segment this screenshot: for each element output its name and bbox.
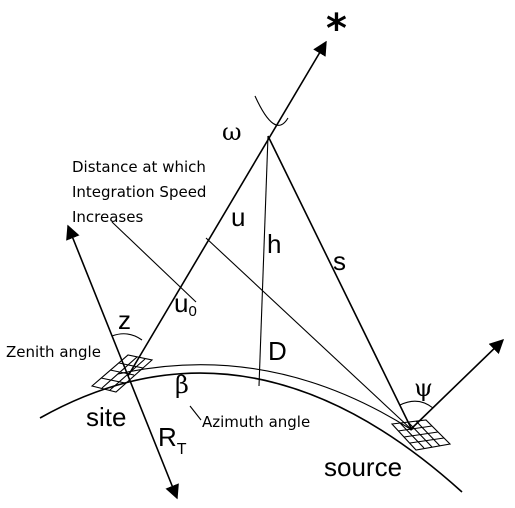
source-vertical-arrow (409, 338, 505, 431)
omega-label: ω (222, 118, 242, 146)
distance-annotation-line1: Distance at which (72, 158, 206, 176)
psi-label: ψ (414, 374, 433, 402)
beta-label: β (175, 371, 189, 399)
u-label: u (231, 202, 245, 232)
s-label: s (333, 246, 346, 276)
source-label: source (324, 452, 402, 482)
star-label: * (326, 6, 347, 52)
h-label: h (267, 229, 281, 259)
omega-arc (254, 95, 289, 126)
site-grid-tile (90, 354, 154, 393)
azimuth-annotation: Azimuth angle (202, 413, 310, 431)
zenith-annotation: Zenith angle (6, 343, 101, 361)
source-grid-tile (390, 419, 452, 451)
distance-leader-line (111, 221, 197, 303)
site-label: site (86, 402, 126, 432)
distance-annotation-line3: Increases (72, 208, 143, 226)
line-of-sight (127, 40, 327, 377)
D-label: D (268, 336, 287, 366)
distance-annotation-line2: Integration Speed (72, 183, 206, 201)
h-line (258, 135, 269, 387)
u0-source-line (205, 237, 413, 431)
site-vertical-axis (66, 224, 179, 500)
rt-label: RT (158, 422, 187, 458)
psi-arc (399, 400, 434, 409)
s-line (267, 135, 413, 431)
z-label: z (118, 305, 131, 335)
u0-label: u0 (174, 288, 197, 320)
azimuth-leader (189, 405, 202, 421)
zenith-arc (111, 333, 143, 341)
